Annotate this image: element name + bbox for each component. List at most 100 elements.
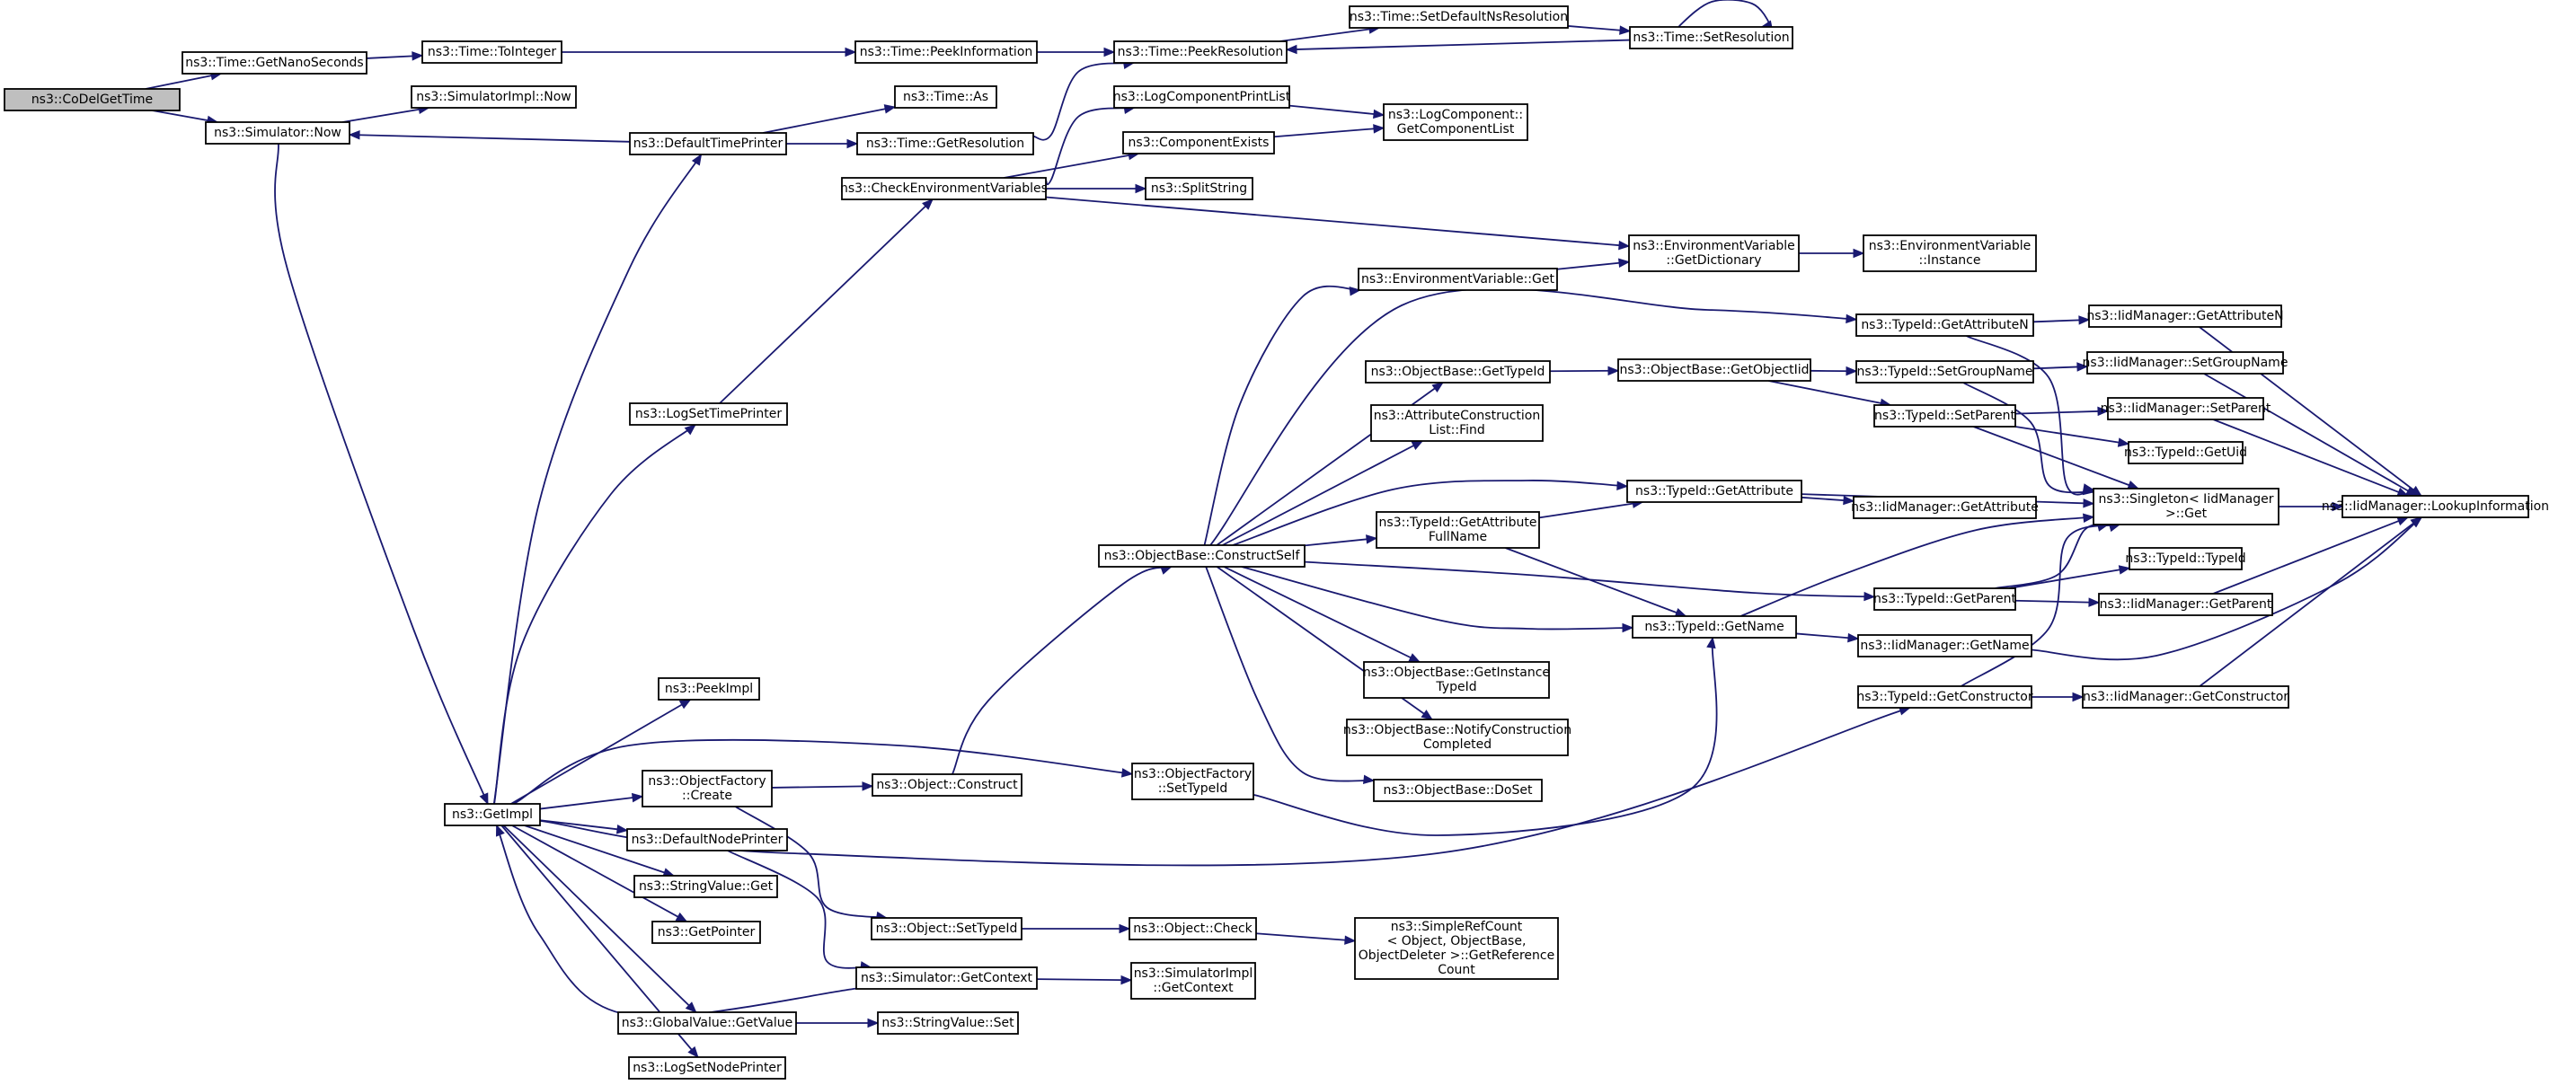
node-iidlookup[interactable]: ns3::IidManager::LookupInformation xyxy=(2322,495,2549,518)
node-objgetobjiid[interactable]: ns3::ObjectBase::GetObjectIid xyxy=(1617,358,1811,382)
node-label: ns3::Object::SetTypeId xyxy=(876,922,1018,936)
node-objcheck[interactable]: ns3::Object::Check xyxy=(1129,917,1257,940)
node-iidsetgroup[interactable]: ns3::IidManager::SetGroupName xyxy=(2083,351,2288,375)
node-label: ns3::IidManager::GetAttributeN xyxy=(2086,309,2283,323)
node-deftimeprinter[interactable]: ns3::DefaultTimePrinter xyxy=(629,132,787,155)
node-setres[interactable]: ns3::Time::SetResolution xyxy=(1629,26,1793,49)
edge-singleton-to-iidlookup xyxy=(2279,501,2344,512)
node-objconstruct[interactable]: ns3::Object::Construct xyxy=(872,773,1022,797)
node-typesetparent[interactable]: ns3::TypeId::SetParent xyxy=(1873,404,2016,428)
node-label: ns3::Simulator::GetContext xyxy=(861,971,1033,985)
node-label: ns3::EnvironmentVariable::Get xyxy=(1361,272,1554,287)
edge-construct-to-typegetname xyxy=(1241,566,1634,633)
node-objdoset[interactable]: ns3::ObjectBase::DoSet xyxy=(1373,779,1543,802)
node-label: < Object, ObjectBase, xyxy=(1387,934,1527,948)
edge-simnow-to-getimpl xyxy=(274,143,489,806)
edge-deftimeprinter-to-timeas xyxy=(762,104,897,134)
node-typesetgroup[interactable]: ns3::TypeId::SetGroupName xyxy=(1855,360,2034,384)
node-getres[interactable]: ns3::Time::GetResolution xyxy=(856,132,1034,155)
node-label: ::GetDictionary xyxy=(1666,253,1761,268)
node-peekimpl[interactable]: ns3::PeekImpl xyxy=(658,677,760,701)
node-defnodeprinter[interactable]: ns3::DefaultNodePrinter xyxy=(626,828,788,851)
edge-typegetattrn-to-singleton xyxy=(1965,335,2095,496)
node-getpointer[interactable]: ns3::GetPointer xyxy=(651,921,761,944)
node-getimpl[interactable]: ns3::GetImpl xyxy=(444,803,541,826)
node-label: ns3::IidManager::GetAttribute xyxy=(1851,500,2039,515)
node-envget[interactable]: ns3::EnvironmentVariable::Get xyxy=(1358,268,1558,291)
node-label: ns3::SplitString xyxy=(1151,181,1247,196)
edge-construct-to-typegetattr xyxy=(1232,480,1629,546)
node-label: GetComponentList xyxy=(1397,122,1515,137)
node-label: ns3::ObjectBase::ConstructSelf xyxy=(1104,549,1301,563)
node-typegetattrn[interactable]: ns3::TypeId::GetAttributeN xyxy=(1855,313,2034,337)
node-checkenv[interactable]: ns3::CheckEnvironmentVariables xyxy=(840,177,1048,200)
edge-typegetattr-to-iidgetattr xyxy=(1801,495,1855,506)
edge-typegetparent-to-singleton xyxy=(1995,522,2110,589)
node-objfactcreate[interactable]: ns3::ObjectFactory::Create xyxy=(642,770,773,807)
node-iidgetname[interactable]: ns3::IidManager::GetName xyxy=(1857,634,2032,657)
edge-construct-to-typegetattrfull xyxy=(1304,534,1378,547)
node-label: ns3::EnvironmentVariable xyxy=(1633,239,1795,253)
node-getnano[interactable]: ns3::Time::GetNanoSeconds xyxy=(181,51,367,75)
node-label: ns3::CheckEnvironmentVariables xyxy=(840,181,1048,196)
node-objsettypeid[interactable]: ns3::Object::SetTypeId xyxy=(871,917,1022,940)
node-label: ns3::StringValue::Get xyxy=(639,879,774,894)
node-peekres[interactable]: ns3::Time::PeekResolution xyxy=(1113,40,1288,64)
node-label: FullName xyxy=(1429,530,1487,544)
node-simgetctx[interactable]: ns3::Simulator::GetContext xyxy=(855,966,1038,990)
edge-simgetctx-to-simimplgetctx xyxy=(1036,975,1133,985)
node-logcompprint[interactable]: ns3::LogComponentPrintList xyxy=(1113,85,1291,109)
node-typegetattr[interactable]: ns3::TypeId::GetAttribute xyxy=(1626,480,1802,503)
node-typegetuid[interactable]: ns3::TypeId::GetUid xyxy=(2124,441,2247,464)
node-logsettime[interactable]: ns3::LogSetTimePrinter xyxy=(629,402,788,426)
node-peekinfo[interactable]: ns3::Time::PeekInformation xyxy=(854,40,1038,64)
node-objgettypeid[interactable]: ns3::ObjectBase::GetTypeId xyxy=(1365,360,1551,384)
node-label: ns3::IidManager::SetParent xyxy=(2101,401,2271,416)
node-simnow[interactable]: ns3::Simulator::Now xyxy=(205,121,350,145)
node-simimplgetctx[interactable]: ns3::SimulatorImpl::GetContext xyxy=(1130,962,1256,1000)
node-label: List::Find xyxy=(1429,423,1485,437)
node-label: ns3::DefaultTimePrinter xyxy=(633,137,783,151)
node-setdefault[interactable]: ns3::Time::SetDefaultNsResolution xyxy=(1349,5,1569,29)
node-envinstance[interactable]: ns3::EnvironmentVariable::Instance xyxy=(1863,234,2037,272)
node-simplerefcount[interactable]: ns3::SimpleRefCount< Object, ObjectBase,… xyxy=(1354,917,1559,980)
node-timeas[interactable]: ns3::Time::As xyxy=(894,85,997,109)
node-tointeger[interactable]: ns3::Time::ToInteger xyxy=(421,40,562,64)
node-singleton[interactable]: ns3::Singleton< IidManager>::Get xyxy=(2093,488,2279,525)
node-objnotify[interactable]: ns3::ObjectBase::NotifyConstructionCompl… xyxy=(1343,719,1571,756)
node-splitstring[interactable]: ns3::SplitString xyxy=(1145,177,1253,200)
node-getcomplist[interactable]: ns3::LogComponent::GetComponentList xyxy=(1383,103,1528,141)
node-logsetnode[interactable]: ns3::LogSetNodePrinter xyxy=(628,1056,786,1080)
node-codel[interactable]: ns3::CoDelGetTime xyxy=(4,88,181,111)
node-typetypeid[interactable]: ns3::TypeId::TypeId xyxy=(2125,547,2246,570)
node-envgetdict[interactable]: ns3::EnvironmentVariable::GetDictionary xyxy=(1628,234,1800,272)
node-typegetname[interactable]: ns3::TypeId::GetName xyxy=(1632,615,1797,639)
edge-logsettime-to-checkenv xyxy=(719,198,934,404)
node-construct[interactable]: ns3::ObjectBase::ConstructSelf xyxy=(1098,544,1306,568)
node-simimplnow[interactable]: ns3::SimulatorImpl::Now xyxy=(411,85,577,109)
edge-getimpl-to-logsettime xyxy=(493,424,696,805)
node-compexists[interactable]: ns3::ComponentExists xyxy=(1122,131,1275,154)
node-typegetcons[interactable]: ns3::TypeId::GetConstructor xyxy=(1856,685,2033,709)
node-iidsetparent[interactable]: ns3::IidManager::SetParent xyxy=(2101,397,2271,420)
node-iidgetattr[interactable]: ns3::IidManager::GetAttribute xyxy=(1851,496,2039,519)
node-label: ns3::TypeId::GetAttribute xyxy=(1635,484,1793,498)
node-iidgetcons[interactable]: ns3::IidManager::GetConstructor xyxy=(2082,685,2289,709)
node-label: ::Create xyxy=(682,789,732,803)
edge-objgettypeid-to-objgetobjiid xyxy=(1549,366,1620,376)
node-strvalget[interactable]: ns3::StringValue::Get xyxy=(633,875,778,898)
node-label: ns3::ObjectBase::DoSet xyxy=(1384,783,1533,798)
node-globalgetval[interactable]: ns3::GlobalValue::GetValue xyxy=(617,1011,797,1035)
node-iidgetparent[interactable]: ns3::IidManager::GetParent xyxy=(2098,593,2273,616)
edge-typesetgroup-to-singleton xyxy=(1962,382,2095,496)
node-strvalset[interactable]: ns3::StringValue::Set xyxy=(877,1011,1019,1035)
node-label: ns3::Time::GetNanoSeconds xyxy=(185,56,363,70)
edge-objfactsettype-to-typegetname xyxy=(1253,636,1718,836)
node-typegetparent[interactable]: ns3::TypeId::GetParent xyxy=(1873,587,2016,611)
node-objfactsettype[interactable]: ns3::ObjectFactory::SetTypeId xyxy=(1131,763,1254,800)
node-label: ns3::CoDelGetTime xyxy=(31,93,153,107)
node-iidgetattrn[interactable]: ns3::IidManager::GetAttributeN xyxy=(2086,304,2284,328)
